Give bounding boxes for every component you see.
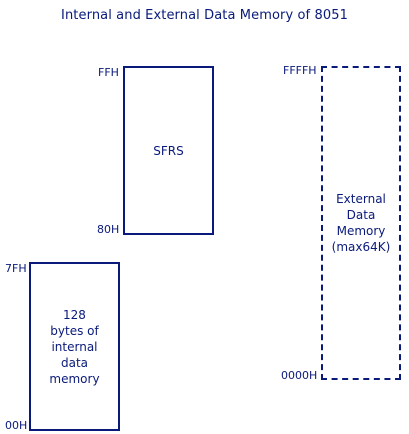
internal-bottom-address: 00H <box>5 419 28 432</box>
external-top-address: FFFFH <box>283 64 317 77</box>
external-block-label: External Data Memory (max64K) <box>331 192 391 254</box>
external-memory-block: External Data Memory (max64K) <box>321 66 401 380</box>
diagram-title: Internal and External Data Memory of 805… <box>61 8 348 23</box>
sfr-top-address: FFH <box>98 66 119 79</box>
sfr-bottom-address: 80H <box>97 223 120 236</box>
internal-block-label: 128 bytes of internal data memory <box>49 307 100 386</box>
sfr-memory-block: SFRS <box>123 66 214 235</box>
external-bottom-address: 0000H <box>281 369 318 382</box>
internal-top-address: 7FH <box>5 262 27 275</box>
sfr-block-label: SFRS <box>153 143 184 158</box>
internal-memory-block: 128 bytes of internal data memory <box>29 262 120 431</box>
